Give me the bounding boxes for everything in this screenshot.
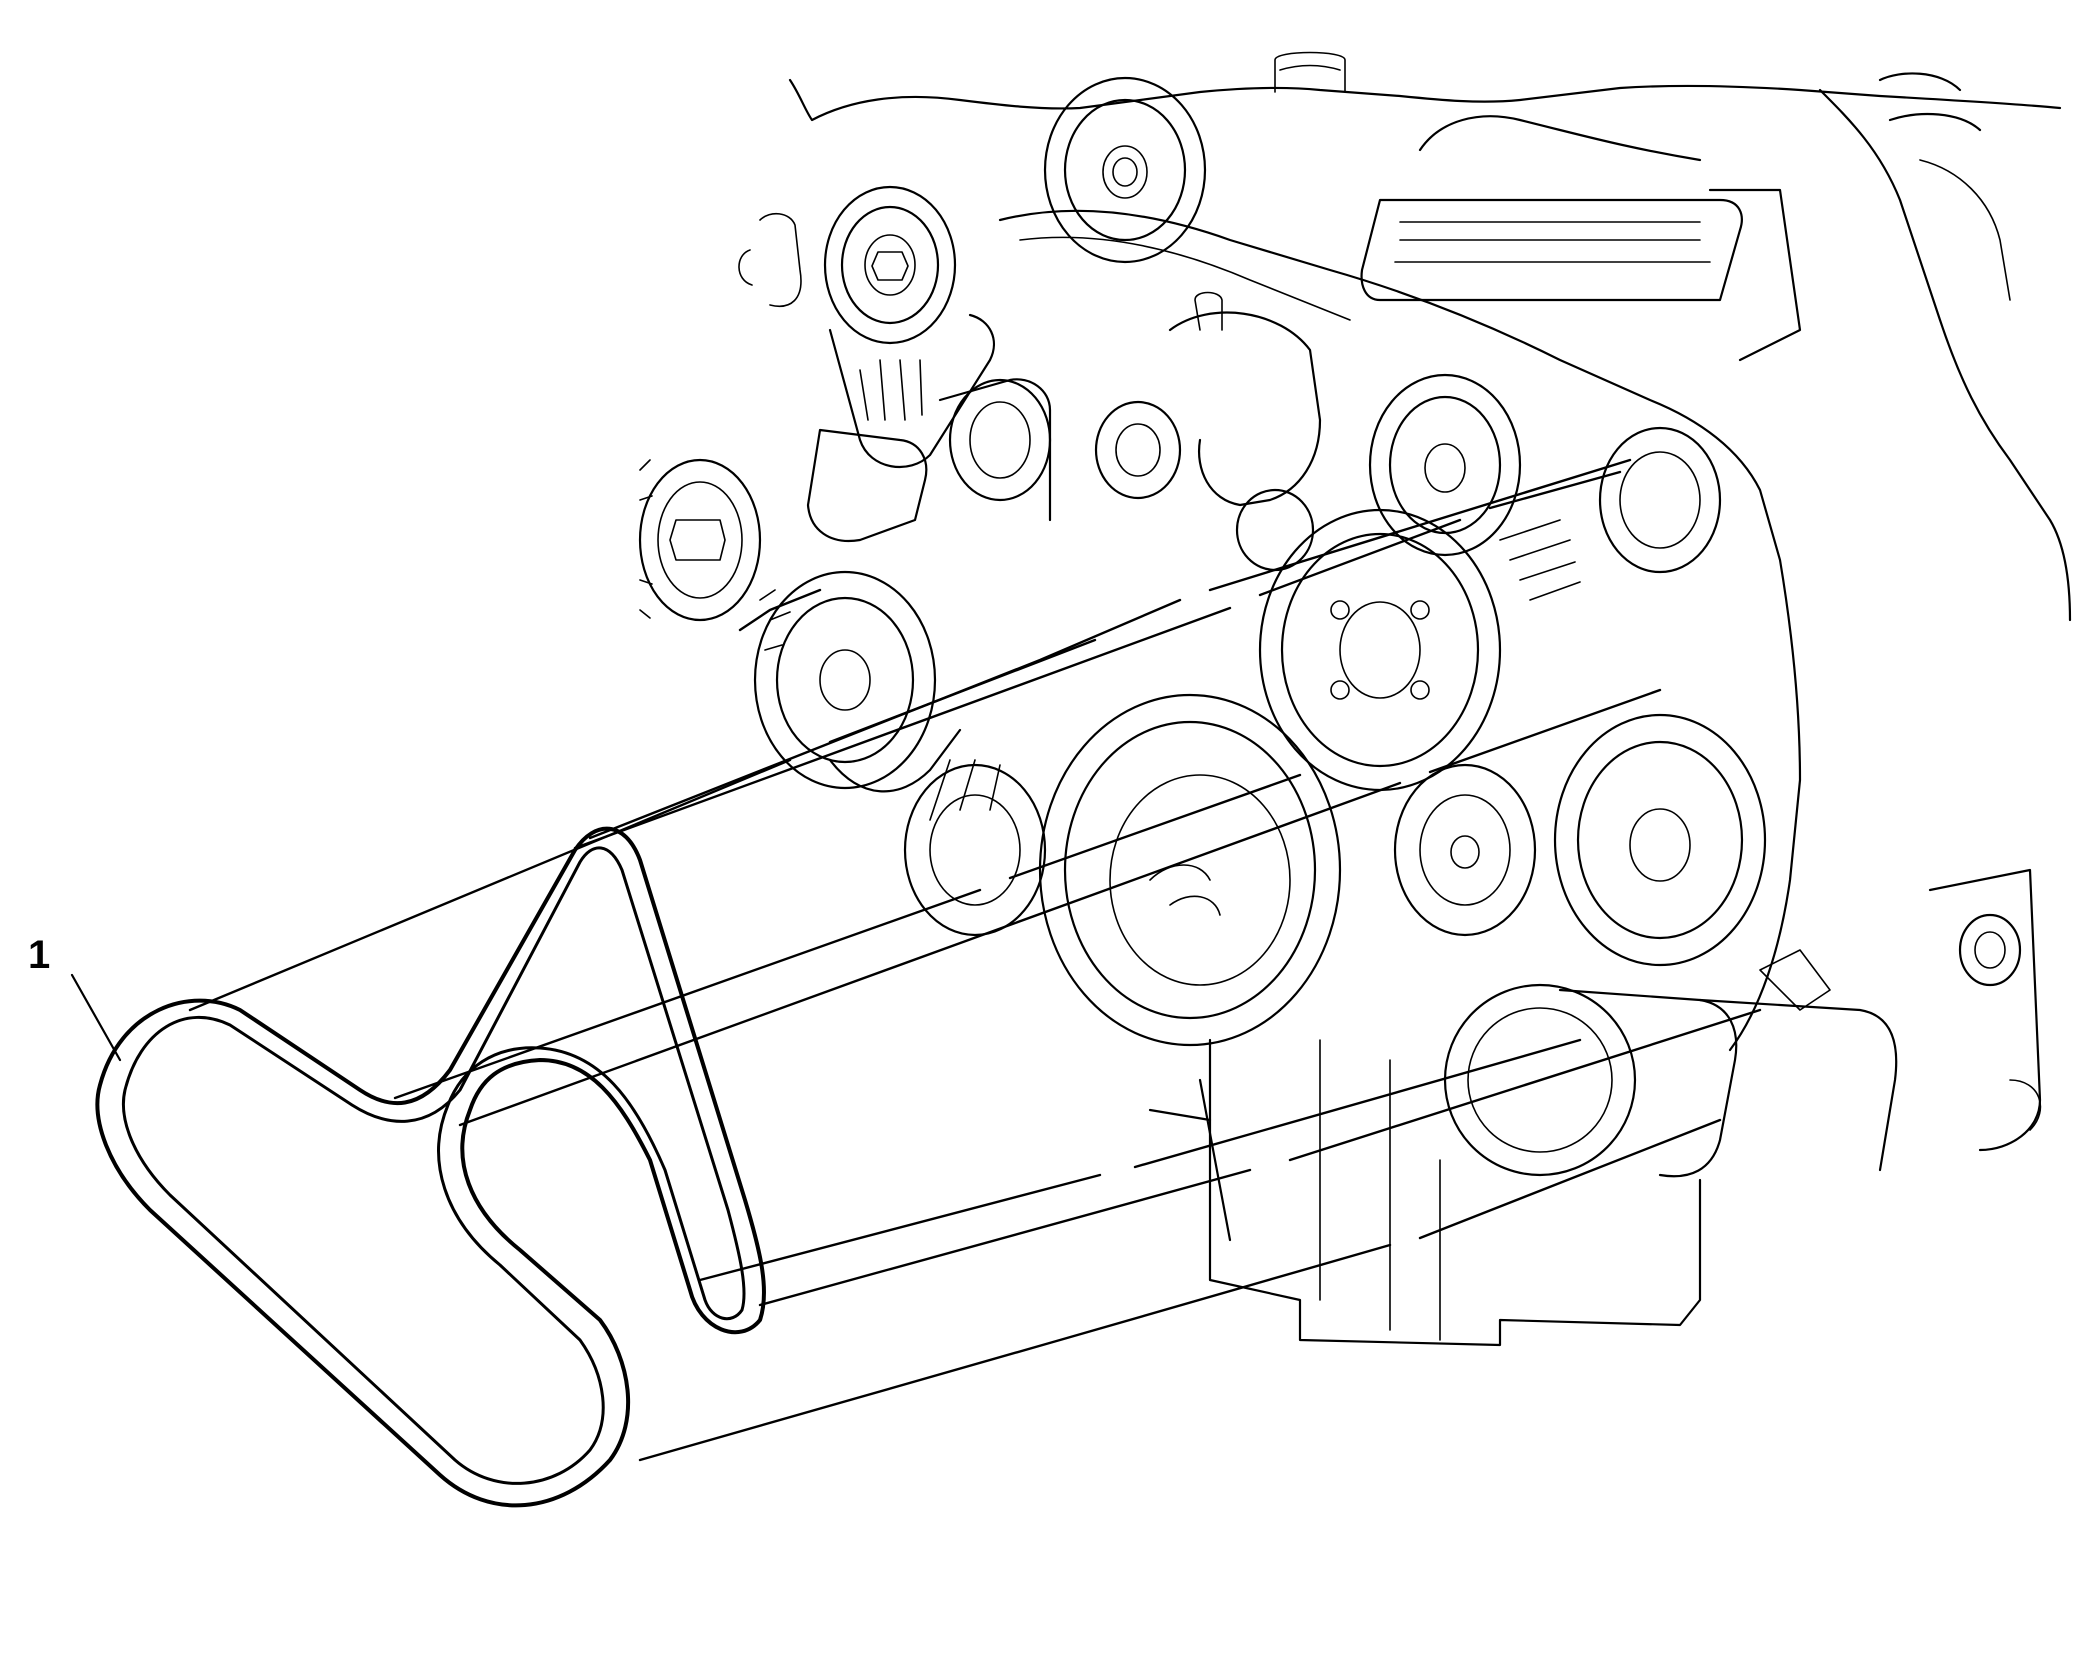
callout-1-leader [70, 973, 122, 1062]
right-side-bracket [1928, 868, 2042, 1152]
crankshaft-pulley [1038, 693, 1342, 1047]
serpentine-belt [95, 826, 766, 1508]
tensioner-pulley-right [1499, 426, 1722, 601]
thermostat-housing [1094, 291, 1322, 572]
idler-pulley-top [1043, 76, 1207, 264]
callout-1-label: 1 [28, 933, 51, 977]
fan-pulley-left [638, 458, 762, 622]
alternator [753, 570, 962, 793]
idler-pulley-lower [1393, 763, 1537, 937]
engine-block [738, 51, 2072, 1347]
tensioner-pulley-top-left [823, 185, 995, 469]
idler-pulley-left-small [948, 378, 1052, 502]
idler-pulley-upper-right [1368, 373, 1522, 557]
projection-lines [188, 458, 1762, 1462]
ac-compressor [1443, 949, 1898, 1178]
power-steering-pump-pulley [1553, 713, 1767, 967]
idler-pulley-center-left [903, 759, 1047, 937]
